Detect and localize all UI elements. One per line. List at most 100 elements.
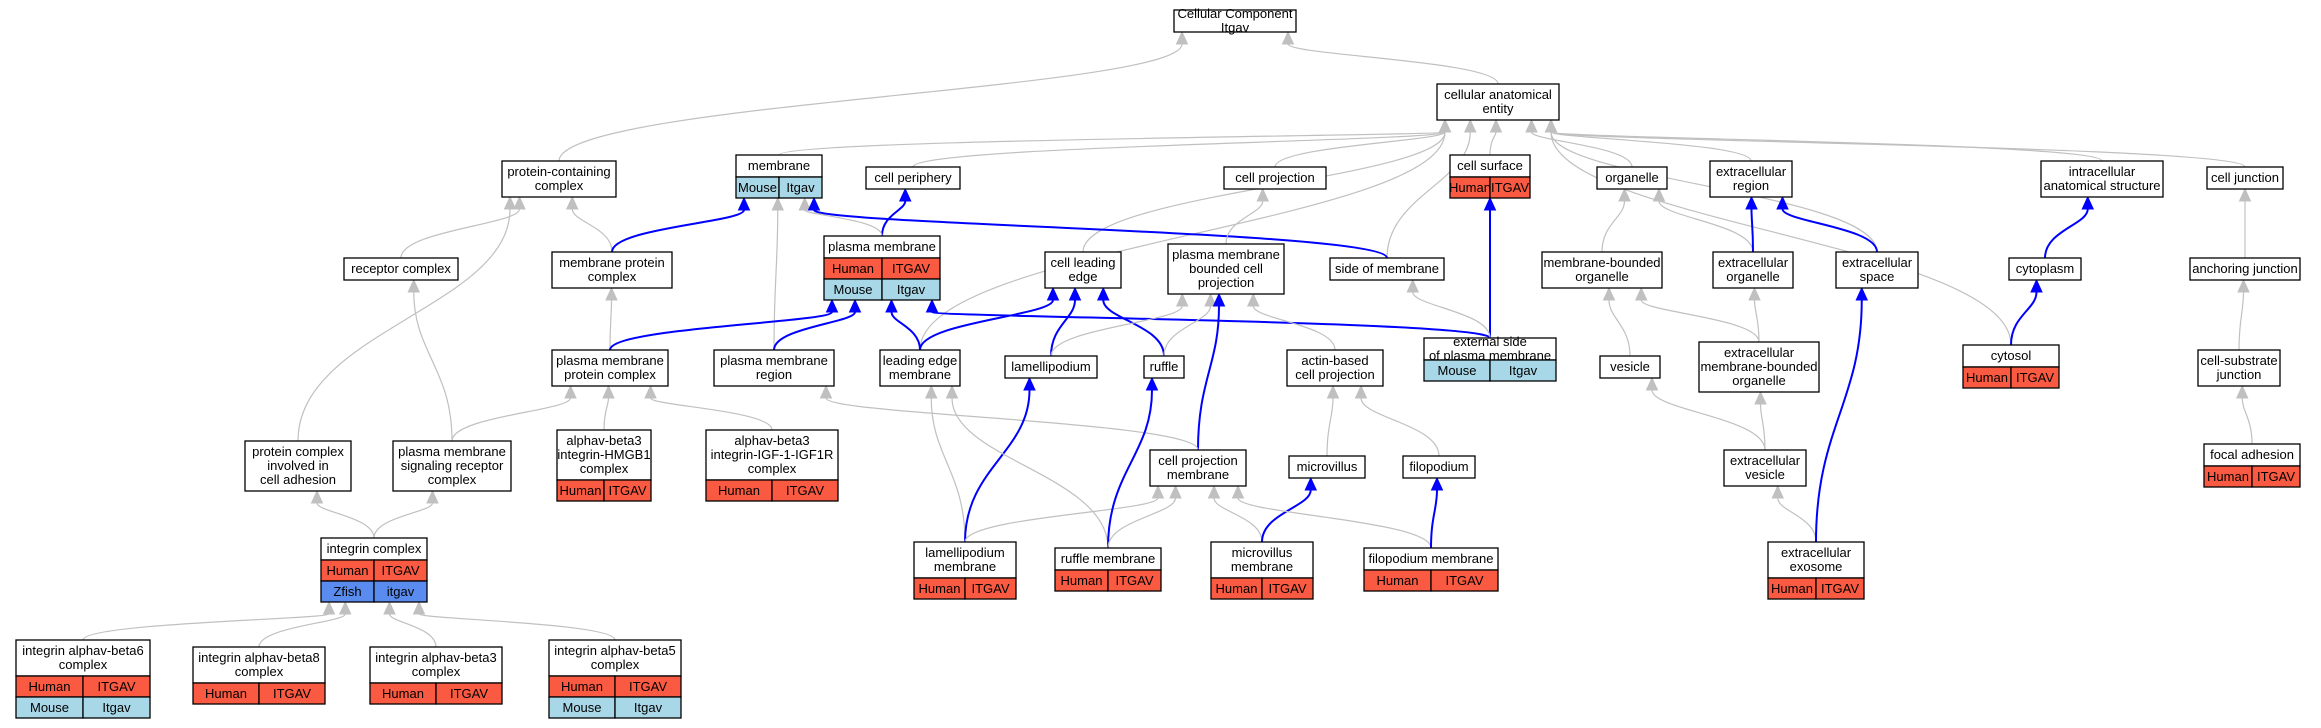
arrowhead-pmr-to-pm [848, 298, 862, 313]
node-lamellipodium[interactable]: lamellipodium [1004, 355, 1098, 379]
gene-cell [2251, 465, 2301, 488]
node-som[interactable]: side of membrane [1329, 257, 1445, 281]
arrowhead-exspace-to-extreg [1776, 195, 1789, 210]
node-label: membrane [889, 367, 951, 382]
edge-lem-to-cae [919, 131, 1446, 351]
arrowhead-fpm-to-filopodium [1430, 476, 1444, 491]
node-ab3igf[interactable]: alphav-beta3integrin-IGF-1-IGF1RcomplexH… [705, 429, 839, 502]
node-ruffle[interactable]: ruffle [1143, 355, 1185, 379]
arrowhead-iab5-to-intc [412, 600, 426, 615]
arrowhead-csj-to-anchjunc [2237, 278, 2250, 293]
arrowhead-pm-to-cellperiph [898, 187, 912, 202]
node-cellproj[interactable]: cell projection [1223, 166, 1327, 190]
edge-ruffle-to-pmbcp [1163, 305, 1212, 357]
edge-recc-to-pcc [400, 208, 521, 259]
edge-lpm-to-lem [930, 397, 966, 543]
edge-fpm-to-filopodium [1430, 489, 1438, 549]
node-box [1143, 355, 1185, 379]
node-label: complex [428, 472, 477, 487]
node-cytoplasm[interactable]: cytoplasm [2008, 257, 2082, 281]
arrowhead-rufm-to-ruffle [1145, 376, 1159, 391]
node-vesicle[interactable]: vesicle [1599, 355, 1661, 379]
node-label: cell projection [1235, 170, 1315, 185]
arrowhead-lamellipodium-to-cle [1068, 286, 1082, 301]
node-box [1596, 166, 1668, 190]
gene-label: ITGAV [1821, 581, 1859, 596]
node-label: cell projection [1158, 453, 1238, 468]
node-recc[interactable]: receptor complex [343, 257, 459, 281]
edge-pmsrc-to-recc [413, 291, 453, 442]
edge-pcc-to-cc [558, 43, 1183, 162]
node-organelle[interactable]: organelle [1596, 166, 1668, 190]
edge-exspace-to-extreg [1781, 208, 1878, 253]
arrowhead-abcp-to-pmbcp [1246, 292, 1260, 307]
node-box [865, 166, 961, 190]
gene-cell [82, 696, 151, 719]
species-label: Human [327, 563, 369, 578]
arrowhead-ab3hmgb1-to-pmpc [602, 384, 615, 399]
arrowhead-pm-to-membrane [798, 196, 812, 211]
node-label: cell leading [1050, 255, 1115, 270]
gene-label: ITGAV [1445, 573, 1483, 588]
species-label: Mouse [833, 282, 872, 297]
arrowhead-lem-to-cae [1438, 118, 1452, 133]
node-anchjunc[interactable]: anchoring junction [2189, 257, 2301, 281]
node-label: edge [1069, 269, 1098, 284]
node-label: of plasma membrane [1429, 348, 1551, 363]
edge-mpc-to-pcc [571, 208, 613, 253]
arrowhead-ruffle-to-cle [1096, 286, 1110, 301]
edge-celljunc-to-cae [1550, 131, 2246, 168]
node-label: intracellular [2069, 164, 2136, 179]
node-filopodium[interactable]: filopodium [1402, 455, 1476, 479]
gene-cell [1261, 577, 1314, 600]
node-label: filopodium [1409, 459, 1468, 474]
node-microvillus[interactable]: microvillus [1288, 455, 1366, 479]
gene-cell [435, 682, 503, 705]
arrowhead-pmpc-to-mpc [605, 286, 618, 301]
node-celljunc[interactable]: cell junction [2206, 166, 2284, 190]
node-cellperiph[interactable]: cell periphery [865, 166, 961, 190]
edge-cellsurf-to-cae [1489, 131, 1497, 156]
node-box [2008, 257, 2082, 281]
edge-esopm-to-som [1412, 291, 1491, 339]
gene-cell [881, 278, 941, 301]
